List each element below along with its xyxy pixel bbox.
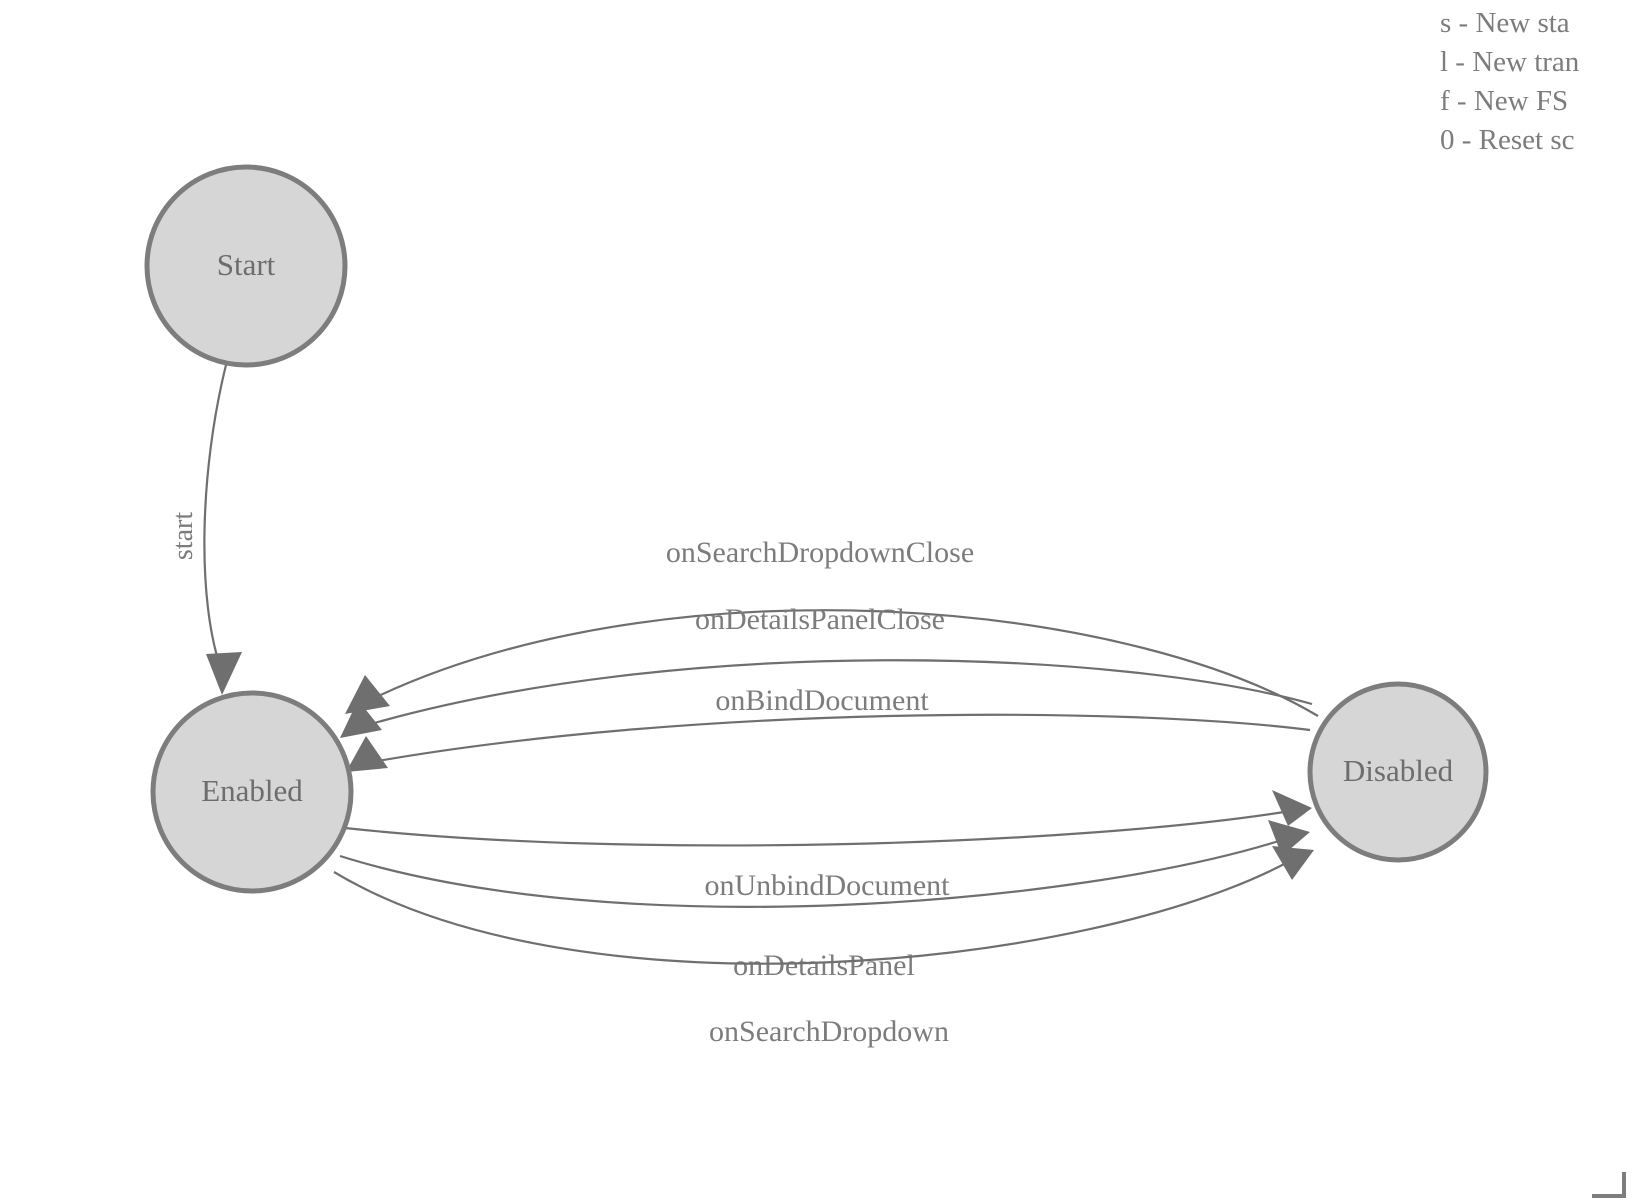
state-node-disabled-circle (1307, 681, 1489, 863)
state-node-disabled[interactable]: Disabled (1307, 681, 1489, 863)
transition-on-unbind-document-arrowhead (1272, 790, 1312, 826)
state-node-start-label: Start (217, 247, 276, 282)
transition-on-bind-document-arrowhead (346, 736, 388, 772)
transition-on-search-dropdown-arrowhead (1272, 846, 1314, 880)
legend-line-new-transition: l - New tran (1440, 46, 1580, 78)
state-node-start-circle (144, 164, 348, 368)
transition-on-details-panel-close-label: onDetailsPanelClose (695, 603, 945, 636)
transition-on-search-dropdown-close-path (369, 609, 1319, 717)
transition-start-arrowhead (206, 652, 242, 695)
transition-on-search-dropdown-close[interactable]: onSearchDropdownClose (345, 536, 1319, 717)
transition-on-unbind-document-path (344, 810, 1285, 847)
transition-start-path (203, 364, 228, 673)
transition-on-bind-document-path (371, 713, 1311, 764)
transition-on-bind-document[interactable]: onBindDocument (346, 684, 1311, 772)
transition-on-details-panel-close-path (363, 659, 1313, 728)
transition-on-details-panel-close-arrowhead (340, 700, 382, 738)
transition-on-details-panel-label: onDetailsPanel (733, 949, 915, 982)
transition-on-search-dropdown[interactable]: onSearchDropdown (333, 846, 1314, 1048)
legend-line-reset: 0 - Reset sc (1440, 124, 1575, 156)
state-node-enabled[interactable]: Enabled (150, 690, 354, 894)
transition-on-unbind-document-label: onUnbindDocument (705, 869, 951, 902)
transition-start[interactable]: start (168, 364, 242, 695)
transition-on-search-dropdown-path (333, 861, 1289, 965)
resize-handle-icon[interactable] (1592, 1172, 1626, 1198)
state-node-enabled-label: Enabled (201, 773, 303, 808)
transition-on-details-panel-path (339, 838, 1283, 908)
transition-on-details-panel-close[interactable]: onDetailsPanelClose (340, 603, 1313, 738)
transition-on-bind-document-label: onBindDocument (715, 684, 929, 717)
transition-on-search-dropdown-close-label: onSearchDropdownClose (666, 536, 974, 569)
legend-line-new-fsm: f - New FS (1440, 85, 1569, 117)
keyboard-shortcut-legend: s - New sta l - New tran f - New FS 0 - … (1428, 0, 1632, 160)
state-node-enabled-circle (150, 690, 354, 894)
transition-on-unbind-document[interactable]: onUnbindDocument (344, 790, 1312, 902)
state-node-start[interactable]: Start (144, 164, 348, 368)
state-node-disabled-label: Disabled (1343, 753, 1454, 788)
transition-on-details-panel[interactable]: onDetailsPanel (339, 820, 1310, 982)
transition-on-search-dropdown-label: onSearchDropdown (709, 1015, 949, 1048)
legend-line-new-state: s - New sta (1440, 7, 1570, 39)
transition-start-label: start (168, 512, 199, 560)
